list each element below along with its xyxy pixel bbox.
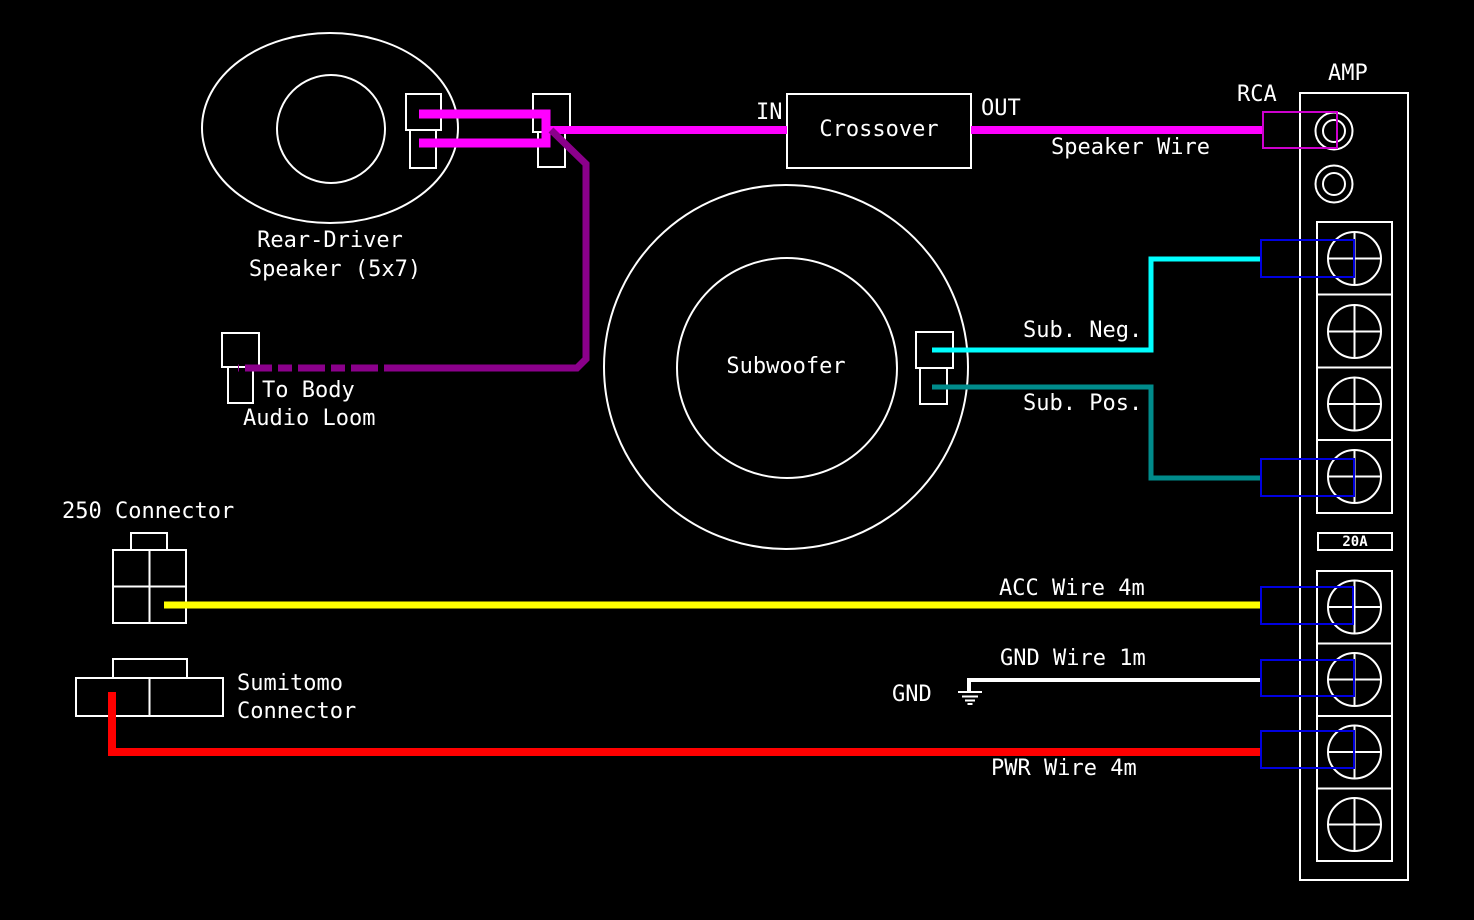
rear-speaker (201, 32, 459, 224)
subwoofer-label: Subwoofer (726, 354, 846, 379)
rear-speaker-label-line2: Speaker (5x7) (248, 257, 422, 282)
sumitomo-label-line2: Connector (237, 699, 357, 724)
screw-terminal (1327, 304, 1382, 359)
fuse-box (1317, 532, 1393, 551)
body-loom-wire-solid (398, 127, 590, 372)
250-connector-tab (130, 532, 168, 551)
sumitomo-label-line1: Sumitomo (237, 671, 343, 696)
speaker-wire-label: Speaker Wire (1051, 135, 1210, 160)
crossover-out-label: OUT (981, 96, 1021, 121)
gnd-terminal-highlight (1260, 659, 1355, 697)
crossover-in-label: IN (756, 100, 783, 125)
sumitomo-connector-tab (112, 658, 188, 679)
ground-symbol (958, 691, 982, 705)
rca-jack-bottom-outer (1314, 164, 1354, 204)
body-loom-connector (221, 332, 260, 404)
body-loom-connector-lower (227, 366, 254, 404)
rear-speaker-label-line1: Rear-Driver (257, 228, 403, 253)
acc-wire-label: ACC Wire 4m (999, 576, 1145, 601)
body-loom-label-line2: Audio Loom (243, 406, 376, 431)
pwr-wire-label: PWR Wire 4m (991, 756, 1137, 781)
speaker-terminal-block (1316, 221, 1393, 514)
gnd-wire-label: GND Wire 1m (1000, 646, 1146, 671)
250-connector-label: 250 Connector (62, 499, 235, 524)
sub-neg-wire (932, 256, 1261, 353)
sub-pos-label: Sub. Pos. (1023, 391, 1143, 416)
subwoofer-inner-ring (676, 257, 898, 479)
body-loom-label-line1: To Body (262, 378, 355, 403)
acc-terminal-highlight (1260, 586, 1354, 625)
fuse-rating-label: 20A (1342, 534, 1368, 550)
rca-jack-bottom (1314, 164, 1354, 204)
sub-pos-wire (932, 384, 1261, 481)
subwoofer-outer-ring (603, 184, 969, 550)
250-connector (112, 532, 187, 624)
screw-terminal (1327, 579, 1382, 635)
sumitomo-connector (75, 658, 224, 717)
rca-jack-top-inner (1322, 119, 1346, 143)
sub-neg-label: Sub. Neg. (1023, 318, 1143, 343)
rca-highlight-box (1262, 111, 1338, 149)
rca-jack-top (1314, 111, 1354, 151)
pwr-terminal-highlight (1260, 730, 1355, 769)
body-loom-connector-upper (221, 332, 260, 368)
screw-terminal (1327, 376, 1382, 432)
rca-label: RCA (1237, 82, 1277, 107)
speaker-wire-pair (419, 109, 551, 148)
sub-pos-terminal-highlight (1260, 458, 1355, 497)
amp-body (1299, 92, 1409, 881)
speaker-cone-outline (276, 74, 386, 184)
speaker-terminal-lower (409, 129, 437, 169)
amp-label: AMP (1328, 61, 1368, 86)
speaker-basket-outline (201, 32, 459, 224)
amp-panel (1299, 92, 1409, 881)
terminal-highlight-boxes (1260, 239, 1355, 769)
rca-jack-top-outer (1314, 111, 1354, 151)
screw-terminal (1327, 797, 1382, 852)
gnd-label: GND (892, 682, 932, 707)
gnd-wire (967, 678, 1262, 691)
power-terminal-block (1316, 570, 1393, 862)
rca-jack-bottom-inner (1322, 172, 1346, 196)
pwr-wire (108, 692, 1262, 756)
sub-neg-terminal-highlight (1260, 239, 1355, 278)
crossover-label: Crossover (819, 117, 939, 142)
